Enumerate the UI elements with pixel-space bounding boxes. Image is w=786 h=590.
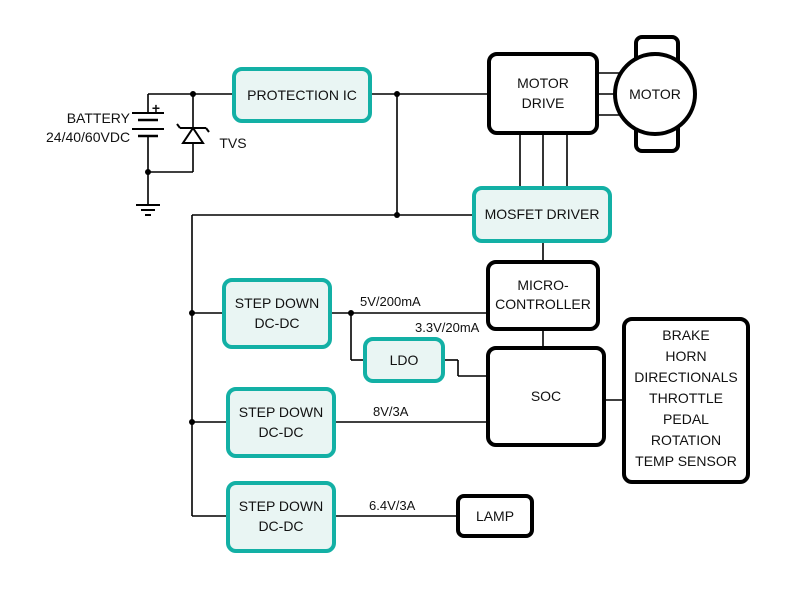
tvs-label: TVS	[219, 135, 247, 151]
microcontroller-label-1: MICRO-	[517, 277, 569, 293]
protection-ic-label: PROTECTION IC	[247, 87, 357, 103]
soc-label: SOC	[530, 388, 562, 404]
step-down-1-block	[222, 278, 332, 349]
step-down-3-label-2: DC-DC	[258, 518, 304, 534]
step-down-2-label-2: DC-DC	[258, 424, 304, 440]
input-item: ROTATION	[650, 432, 722, 448]
output-5v-label: 5V/200mA	[360, 294, 421, 309]
mosfet-driver-label: MOSFET DRIVER	[484, 206, 600, 222]
junction-dot	[190, 91, 196, 97]
step-down-3-label-1: STEP DOWN	[238, 498, 324, 514]
input-item: BRAKE	[662, 327, 710, 343]
input-item: THROTTLE	[649, 390, 723, 406]
step-down-3-block	[226, 481, 336, 553]
step-down-2-block	[226, 387, 336, 458]
inputs-block	[622, 317, 750, 484]
input-item: TEMP SENSOR	[635, 453, 737, 469]
step-down-1-label-1: STEP DOWN	[234, 295, 320, 311]
microcontroller-block	[486, 260, 600, 331]
input-item: DIRECTIONALS	[634, 369, 738, 385]
lamp-label: LAMP	[475, 508, 515, 524]
motor-label: MOTOR	[629, 86, 681, 102]
inputs-list: BRAKE HORN DIRECTIONALS THROTTLE PEDAL ROTATI…	[624, 325, 748, 472]
output-6v4-label: 6.4V/3A	[369, 498, 416, 513]
motor-drive-label-1: MOTOR	[517, 75, 569, 91]
microcontroller-label-2: CONTROLLER	[495, 296, 591, 312]
step-down-1-label-2: DC-DC	[254, 315, 300, 331]
battery-label: BATTERY	[66, 110, 130, 126]
step-down-2-label-1: STEP DOWN	[238, 404, 324, 420]
output-8v-label: 8V/3A	[373, 404, 409, 419]
battery-voltage: 24/40/60VDC	[46, 129, 131, 145]
protection-ic-block	[232, 67, 372, 123]
mosfet-driver-block	[472, 186, 612, 243]
ground-symbol	[136, 204, 160, 216]
ldo-label: LDO	[389, 352, 419, 368]
input-item: HORN	[665, 348, 707, 364]
soc-block	[486, 346, 606, 447]
motor-drive-block	[487, 52, 599, 135]
battery-plus-sign: +	[151, 100, 161, 116]
input-item: PEDAL	[663, 411, 709, 427]
output-3v3-label: 3.3V/20mA	[415, 320, 480, 335]
tvs-diode-symbol	[148, 94, 210, 173]
junction-dot	[145, 169, 151, 175]
ldo-block	[363, 337, 445, 383]
motor-drive-label-2: DRIVE	[521, 95, 565, 111]
motor-symbol	[613, 35, 697, 153]
lamp-block	[456, 494, 534, 538]
